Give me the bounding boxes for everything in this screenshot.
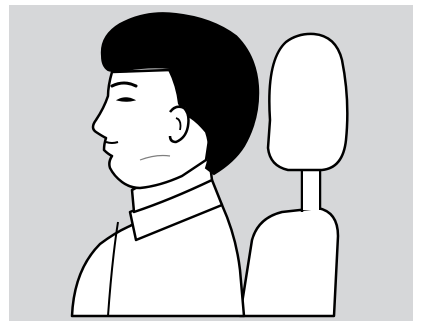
headrest bbox=[268, 34, 347, 170]
mouth bbox=[106, 142, 118, 143]
headrest-posts bbox=[302, 168, 320, 212]
eye bbox=[118, 98, 134, 101]
seat-back bbox=[240, 208, 338, 316]
